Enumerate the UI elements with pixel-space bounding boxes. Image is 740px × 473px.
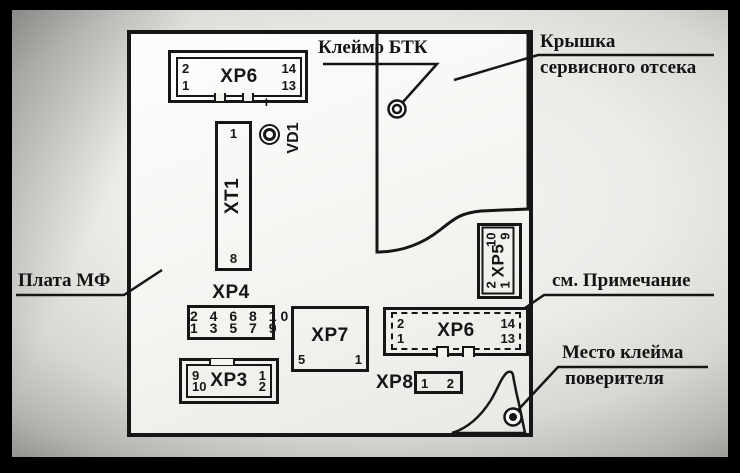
connector-xt1: 1 8 XT1 [215,121,252,271]
pin-label: 1 [182,78,190,93]
annotation-cover-line1: Крышка [540,31,616,52]
pin-label: 14 [500,316,515,331]
connector-xp4: 2 4 6 8 10 1 3 5 7 9 [187,305,293,340]
connector-label: XP5 [488,243,507,278]
vd1-polarity-mark: + [262,94,271,111]
pin-label: 2 [446,376,454,391]
xp6-service-key-notch [462,346,475,357]
pin-label: 1 [421,376,429,391]
pin-label: 8 [229,251,238,266]
connector-xp3-body: 9 1 10 2 XP3 [186,364,272,398]
connector-label: XP6 [220,66,258,87]
pin-label: 2 [182,61,190,76]
connector-xp6-top-body: 2 1 14 13 XP6 [176,57,302,97]
vd1-led-icon-inner [263,128,276,141]
xp6-service-key-notch [436,346,449,357]
xp3-key-notch [209,359,235,365]
vd1-label: VD1 [285,122,302,154]
pin-label: 13 [281,78,296,93]
connector-label: XP6 [437,320,475,341]
pin-label: 1 [229,126,238,141]
connector-xp5-body: 2 10 1 9 XP5 [481,226,515,295]
xp6-top-key-notch [214,93,226,101]
connector-xp6-service: 2 1 14 13 XP6 [383,307,529,356]
pin-row-bottom: 1 3 5 7 9 [190,320,281,336]
connector-label: XT1 [222,177,244,215]
annotation-verifier: Место клейма поверителя [562,340,683,392]
annotation-btk-stamp: Клеймо БТК [318,37,428,58]
annotation-verifier-line1: Место клейма [562,342,684,363]
pin-label: 1 [258,368,266,383]
pin-label: 13 [500,331,515,346]
annotation-verifier-line2: поверителя [565,368,664,389]
xp8-label: XP8 [376,372,414,393]
pin-label: 1 [354,352,362,367]
connector-xp6-top: 2 1 14 13 XP6 [168,50,308,103]
pin-label: 5 [298,352,306,367]
annotation-board: Плата МФ [18,270,111,291]
pin-label: 14 [281,61,296,76]
connector-xp6-service-body: 2 1 14 13 XP6 [391,312,521,350]
connector-label: XP3 [210,370,248,391]
pin-label: 10 [192,379,207,394]
connector-xp7: 5 1 XP7 [291,306,369,372]
pin-label: 2 [397,316,405,331]
annotation-note: см. Примечание [552,270,691,291]
xp6-top-key-notch [242,93,254,101]
pin-label: 2 [258,379,266,394]
pin-label: 9 [192,368,200,383]
annotation-cover-line2: сервисного отсека [540,57,697,78]
connector-xp8: 1 2 [414,371,463,394]
pin-row-top: 2 4 6 8 10 [190,308,293,324]
xp4-label: XP4 [212,282,250,303]
annotation-cover: Крышка сервисного отсека [540,29,696,81]
pin-label: 1 [397,331,405,346]
connector-label: XP7 [311,325,349,346]
